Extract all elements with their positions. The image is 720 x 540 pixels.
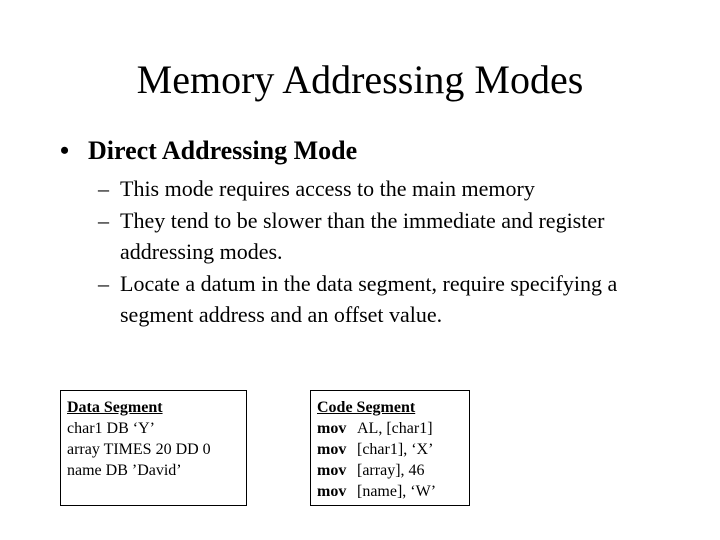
code-line: mov [char1], ‘X’ xyxy=(317,439,463,460)
bullet-text: Direct Addressing Mode xyxy=(88,136,358,165)
code-segment-heading: Code Segment xyxy=(317,399,416,416)
code-line: mov AL, [char1] xyxy=(317,418,463,439)
code-operands: [array], 46 xyxy=(357,462,425,479)
data-segment-line: char1 DB ‘Y’ xyxy=(67,420,155,437)
code-opcode: mov xyxy=(317,462,347,479)
sub-bullet: – Locate a datum in the data segment, re… xyxy=(98,268,678,331)
data-segment-line: array TIMES 20 DD 0 xyxy=(67,441,211,458)
sub-marker: – xyxy=(98,207,109,233)
sub-marker: – xyxy=(98,176,109,201)
data-segment-box: Data Segment char1 DB ‘Y’ array TIMES 20… xyxy=(60,390,247,506)
code-operands: [char1], ‘X’ xyxy=(357,441,434,458)
bullet-direct-addressing: • Direct Addressing Mode xyxy=(60,134,357,168)
sub-bullet: – This mode requires access to the main … xyxy=(98,173,678,205)
data-segment-line: name DB ’David’ xyxy=(67,462,182,479)
sub-bullet-list: – This mode requires access to the main … xyxy=(98,173,678,331)
sub-marker: – xyxy=(98,270,109,296)
code-opcode: mov xyxy=(317,483,347,500)
sub-bullet-text: They tend to be slower than the immediat… xyxy=(120,207,605,265)
code-operands: AL, [char1] xyxy=(357,420,433,437)
bullet-marker: • xyxy=(60,136,70,165)
code-opcode: mov xyxy=(317,420,347,437)
code-line: mov [array], 46 xyxy=(317,460,463,481)
data-segment-heading: Data Segment xyxy=(67,399,163,416)
sub-bullet-text: This mode requires access to the main me… xyxy=(120,176,535,201)
code-opcode: mov xyxy=(317,441,347,458)
code-operands: [name], ‘W’ xyxy=(357,483,437,500)
code-segment-box: Code Segment mov AL, [char1] mov [char1], … xyxy=(310,390,470,506)
sub-bullet-text: Locate a datum in the data segment, requ… xyxy=(120,270,618,328)
sub-bullet: – They tend to be slower than the immedi… xyxy=(98,205,678,268)
code-line: mov [name], ‘W’ xyxy=(317,481,463,502)
slide-title: Memory Addressing Modes xyxy=(136,57,584,102)
